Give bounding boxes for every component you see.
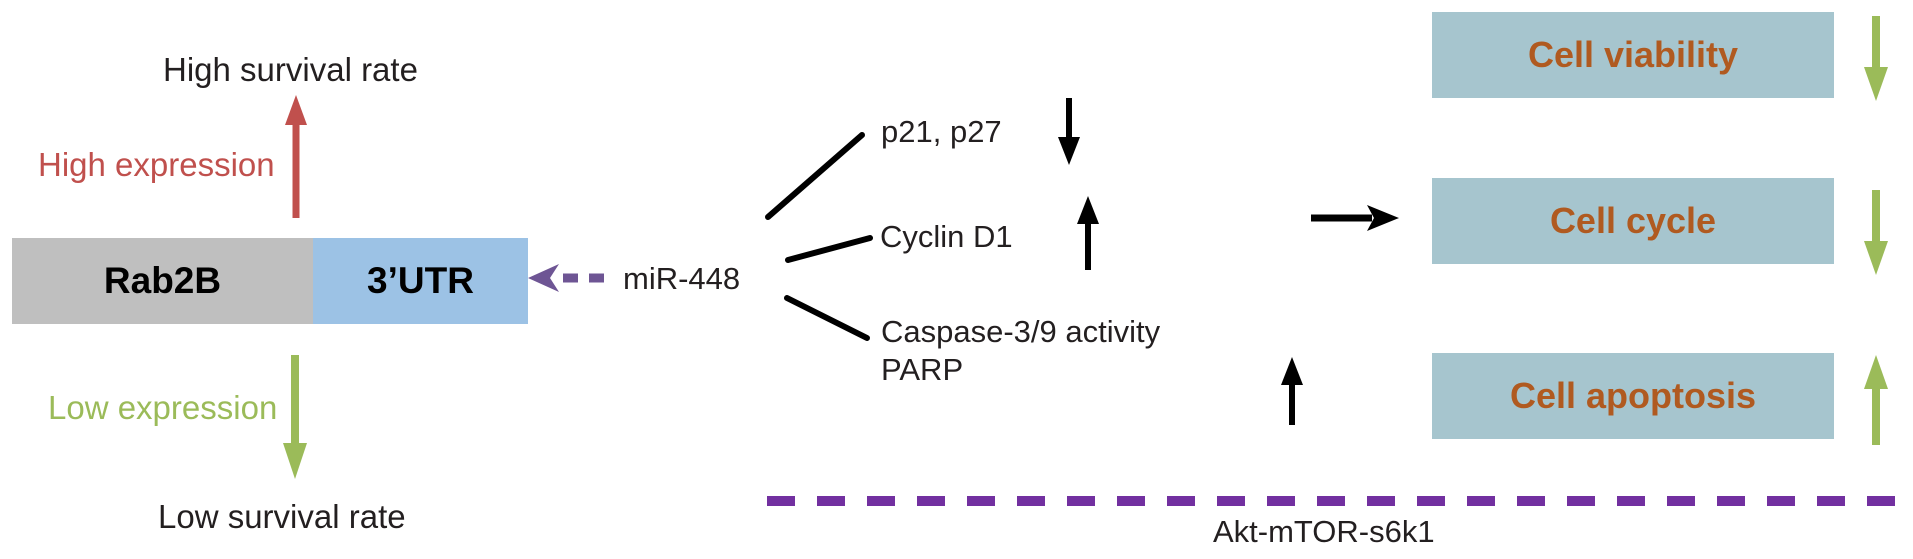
apoptosis-arrow-head (1864, 355, 1888, 389)
effects-right-arrow-head (1367, 205, 1399, 231)
akt-pathway-label: Akt-mTOR-s6k1 (1213, 514, 1435, 549)
parp-line: PARP (881, 352, 964, 387)
cyclin-up-arrow-icon (1077, 196, 1099, 270)
cyclin-up-arrow-head (1077, 196, 1099, 224)
viability-decrease-arrow-icon (1864, 16, 1888, 101)
akt-up-arrow-head (1281, 357, 1303, 385)
target-cyclin-d1-label: Cyclin D1 (880, 219, 1013, 254)
branch-line-caspase (784, 295, 870, 341)
low-survival-label: Low survival rate (158, 498, 406, 535)
akt-pathway-up-arrow-icon (1281, 357, 1303, 425)
red-up-arrow-icon (285, 95, 307, 218)
cycle-decrease-arrow-icon (1864, 190, 1888, 275)
mirna-label: miR-448 (623, 261, 741, 296)
target-p21-p27-label: p21, p27 (881, 114, 1002, 149)
caspase-activity-line: Caspase-3/9 activity (881, 314, 1161, 349)
gene-box: Rab2B 3’UTR (12, 238, 528, 324)
cycle-arrow-head (1864, 241, 1888, 275)
green-down-arrow-icon (283, 355, 307, 479)
low-expression-label: Low expression (48, 389, 278, 426)
apoptosis-increase-arrow-icon (1864, 355, 1888, 445)
branch-line-cyclin (785, 235, 873, 263)
cell-cycle-panel: Cell cycle (1432, 178, 1834, 264)
p21-down-arrow-head (1058, 137, 1080, 165)
rab2b-segment: Rab2B (12, 238, 313, 324)
effects-right-arrow-icon (1311, 205, 1399, 231)
red-up-arrow-head (285, 95, 307, 125)
viability-arrow-head (1864, 67, 1888, 101)
purple-left-arrow-head (528, 264, 559, 292)
branch-line-p21 (765, 132, 865, 220)
green-down-arrow-head (283, 443, 307, 479)
cell-apoptosis-panel: Cell apoptosis (1432, 353, 1834, 439)
cell-viability-panel: Cell viability (1432, 12, 1834, 98)
high-survival-label: High survival rate (163, 51, 418, 88)
target-branch-lines (765, 132, 873, 341)
high-expression-label: High expression (38, 146, 275, 183)
utr-segment: 3’UTR (313, 238, 528, 324)
target-caspase-parp-label: Caspase-3/9 activity PARP (881, 313, 1160, 389)
mirna-targeting-dashed-arrow-icon (528, 264, 614, 292)
akt-pathway-dashed-line (767, 496, 1899, 506)
p21-down-arrow-icon (1058, 98, 1080, 165)
